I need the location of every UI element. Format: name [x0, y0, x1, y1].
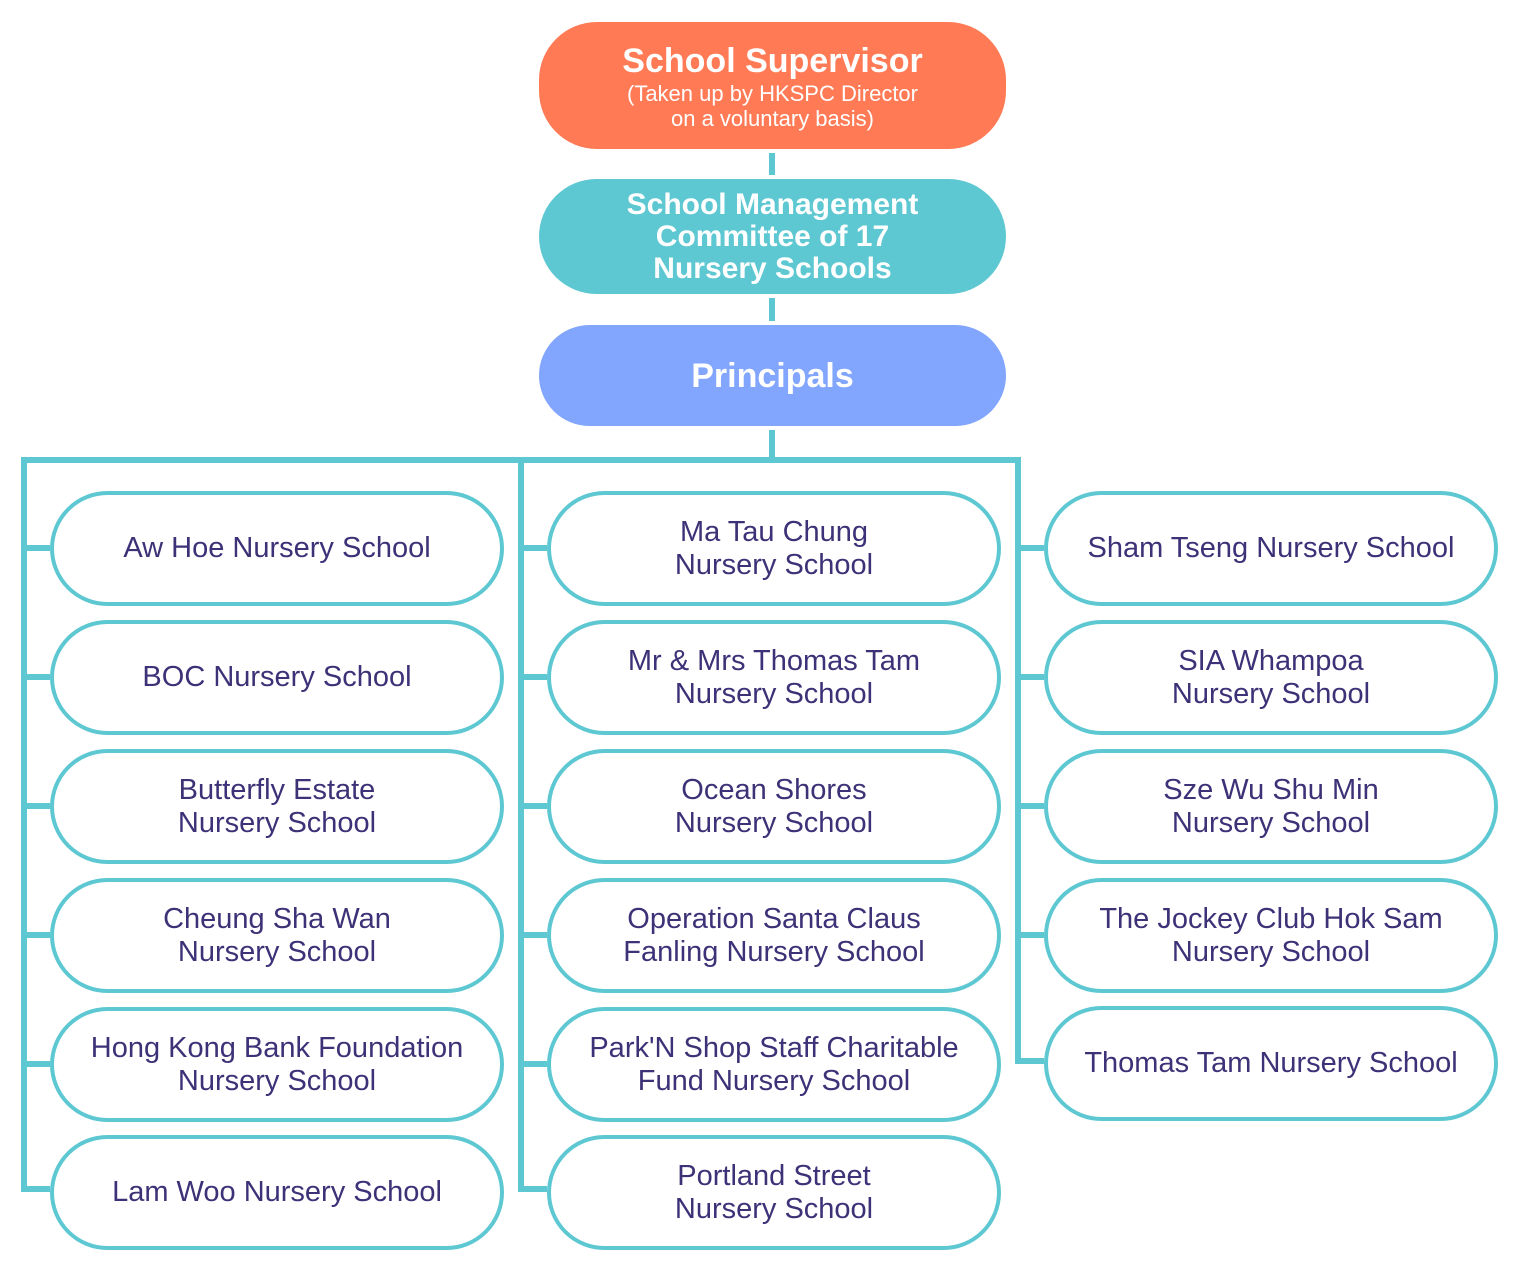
school-node-aw-hoe: Aw Hoe Nursery School	[50, 491, 504, 606]
school-name: The Jockey Club Hok Sam Nursery School	[1099, 902, 1443, 968]
school-node-mr-mrs-thomas-tam: Mr & Mrs Thomas Tam Nursery School	[547, 620, 1001, 735]
school-node-jockey-club-hok-sam: The Jockey Club Hok Sam Nursery School	[1044, 878, 1498, 993]
school-supervisor-subtitle-line2: on a voluntary basis)	[671, 105, 874, 131]
school-name: BOC Nursery School	[142, 661, 412, 693]
school-name: Aw Hoe Nursery School	[123, 532, 431, 564]
school-name: Sze Wu Shu Min Nursery School	[1163, 773, 1379, 839]
principals-title: Principals	[691, 356, 854, 395]
principals-node: Principals	[539, 325, 1006, 426]
school-name: Cheung Sha Wan Nursery School	[163, 902, 391, 968]
school-name: Mr & Mrs Thomas Tam Nursery School	[627, 644, 921, 710]
school-node-butterfly-estate: Butterfly Estate Nursery School	[50, 749, 504, 864]
school-name: Hong Kong Bank Foundation Nursery School	[90, 1031, 464, 1097]
school-node-parknshop-staff-charitable-fund: Park'N Shop Staff Charitable Fund Nurser…	[547, 1007, 1001, 1122]
school-supervisor-node: School Supervisor (Taken up by HKSPC Dir…	[539, 22, 1006, 149]
school-supervisor-title: School Supervisor	[622, 41, 923, 80]
school-node-portland-street: Portland Street Nursery School	[547, 1135, 1001, 1250]
school-node-cheung-sha-wan: Cheung Sha Wan Nursery School	[50, 878, 504, 993]
school-node-boc: BOC Nursery School	[50, 620, 504, 735]
school-management-committee-title: School Management Committee of 17 Nurser…	[626, 187, 919, 285]
school-node-sia-whampoa: SIA Whampoa Nursery School	[1044, 620, 1498, 735]
school-node-operation-santa-claus-fanling: Operation Santa Claus Fanling Nursery Sc…	[547, 878, 1001, 993]
school-node-sze-wu-shu-min: Sze Wu Shu Min Nursery School	[1044, 749, 1498, 864]
school-name: Thomas Tam Nursery School	[1084, 1047, 1458, 1079]
school-name: Portland Street Nursery School	[674, 1159, 874, 1225]
school-name: Park'N Shop Staff Charitable Fund Nurser…	[589, 1031, 959, 1097]
school-node-lam-woo: Lam Woo Nursery School	[50, 1135, 504, 1250]
school-node-ma-tau-chung: Ma Tau Chung Nursery School	[547, 491, 1001, 606]
school-name: Lam Woo Nursery School	[112, 1176, 442, 1208]
school-name: Ocean Shores Nursery School	[674, 773, 874, 839]
school-name: Operation Santa Claus Fanling Nursery Sc…	[623, 902, 925, 968]
school-name: SIA Whampoa Nursery School	[1171, 644, 1371, 710]
school-supervisor-subtitle-line1: (Taken up by HKSPC Director	[627, 80, 918, 106]
school-node-sham-tseng: Sham Tseng Nursery School	[1044, 491, 1498, 606]
school-node-hong-kong-bank-foundation: Hong Kong Bank Foundation Nursery School	[50, 1007, 504, 1122]
school-node-thomas-tam: Thomas Tam Nursery School	[1044, 1006, 1498, 1121]
school-name: Ma Tau Chung Nursery School	[674, 515, 874, 581]
school-management-committee-node: School Management Committee of 17 Nurser…	[539, 179, 1006, 294]
school-node-ocean-shores: Ocean Shores Nursery School	[547, 749, 1001, 864]
school-name: Sham Tseng Nursery School	[1087, 532, 1455, 564]
school-name: Butterfly Estate Nursery School	[177, 773, 377, 839]
